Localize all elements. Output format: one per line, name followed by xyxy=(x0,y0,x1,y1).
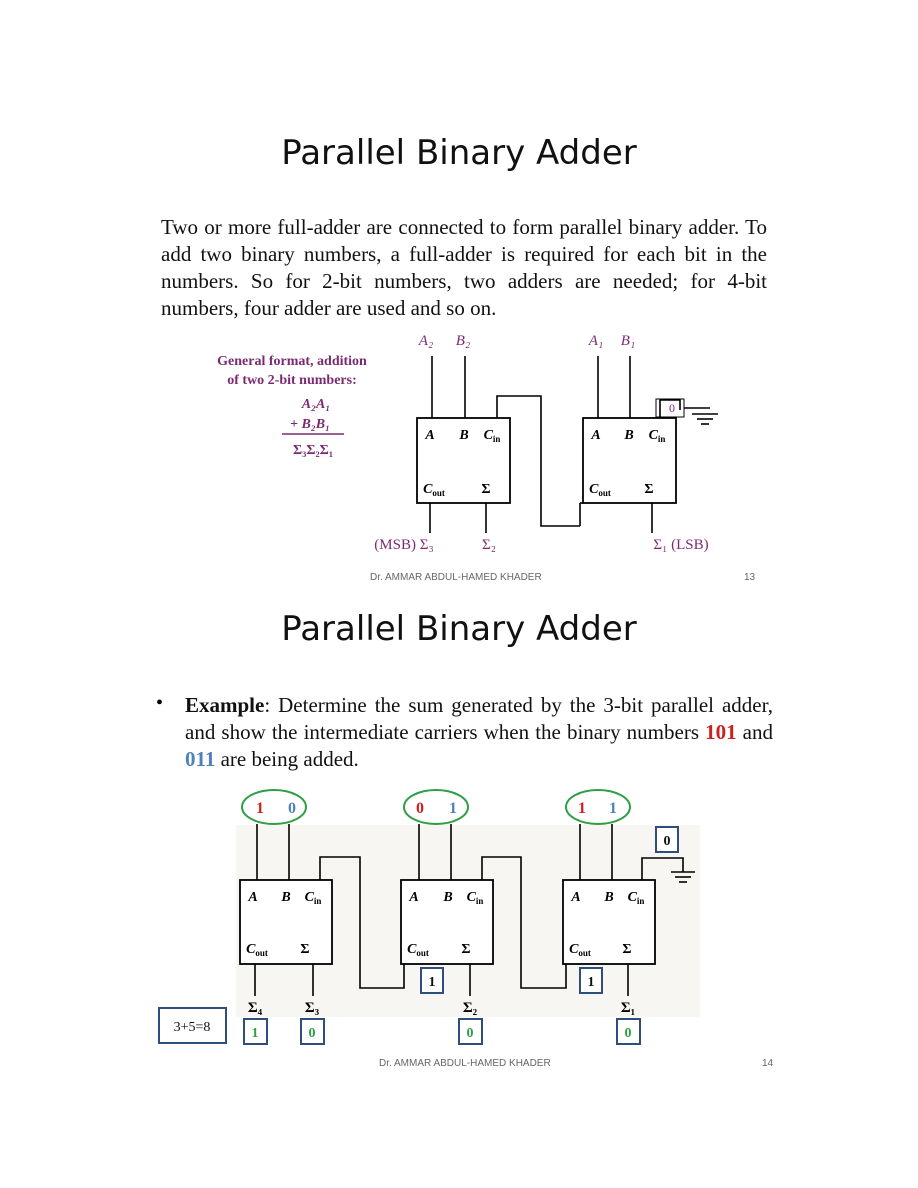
sum-s4-box xyxy=(243,1018,268,1045)
pair1-bit-b: 1 xyxy=(609,800,617,817)
output-s2-label: Σ₂ xyxy=(463,1000,478,1016)
slide1-title: Parallel Binary Adder xyxy=(281,133,637,173)
ground-zero: 0 xyxy=(669,401,675,415)
slide1-page-number: 13 xyxy=(744,572,756,583)
sum-s1-box xyxy=(616,1018,641,1045)
example-label: Example xyxy=(185,693,265,717)
adder1b-pin-a: A xyxy=(570,890,580,905)
adder1b-pin-sigma: Σ xyxy=(622,942,631,957)
number-a: 101 xyxy=(705,720,737,744)
equation-box xyxy=(158,1007,227,1044)
pair2-bit-b: 1 xyxy=(449,800,457,817)
sum-s2-box xyxy=(458,1018,483,1045)
format-eq-line1: A₂A₁ xyxy=(301,397,330,412)
adder1b-pin-b: B xyxy=(603,890,613,905)
number-b: 011 xyxy=(185,747,216,771)
input-a1-label: A₁ xyxy=(588,333,603,349)
carry1-value: 1 xyxy=(429,975,436,990)
pair3-bit-b: 0 xyxy=(288,800,296,817)
carry2-value: 1 xyxy=(588,975,595,990)
output-lsb: Σ₁ (LSB) xyxy=(653,537,708,553)
adder3-pin-a: A xyxy=(247,890,257,905)
example-and: and xyxy=(736,720,773,744)
adder1-pin-b: B xyxy=(623,428,633,443)
output-msb: (MSB) Σ₃ xyxy=(374,537,433,553)
input-a2-label: A₂ xyxy=(418,333,433,349)
format-caption-line1: General format, addition xyxy=(217,354,367,369)
slide1-paragraph: Two or more full-adder are connected to … xyxy=(161,215,767,320)
adder2b-pin-b: B xyxy=(442,890,452,905)
slide2-footer: Dr. AMMAR ABDUL-HAMED KHADER xyxy=(379,1058,551,1069)
pair1-bit-a: 1 xyxy=(578,800,586,817)
example-text1: : Determine the sum generated by the 3-b… xyxy=(185,693,773,744)
input-pair-oval-2 xyxy=(403,789,469,825)
sum-s3-box xyxy=(300,1018,325,1045)
adder3-pin-sigma: Σ xyxy=(300,942,309,957)
slide2-page-number: 14 xyxy=(762,1058,774,1069)
carry1-box xyxy=(420,967,444,994)
sum-s2-value: 0 xyxy=(467,1026,474,1041)
carry-in-value: 0 xyxy=(664,834,671,849)
adder1-pin-sigma: Σ xyxy=(644,482,653,497)
format-caption-line2: of two 2-bit numbers: xyxy=(227,373,357,388)
slide1-footer: Dr. AMMAR ABDUL-HAMED KHADER xyxy=(370,572,542,583)
pair3-bit-a: 1 xyxy=(256,800,264,817)
output-s4-label: Σ₄ xyxy=(248,1000,263,1016)
format-eq-line3: Σ₃Σ₂Σ₁ xyxy=(293,443,333,458)
full-adder-1b xyxy=(562,879,656,965)
slide2-example-paragraph: Example: Determine the sum generated by … xyxy=(185,692,773,773)
carry2-box xyxy=(579,967,603,994)
sum-s3-value: 0 xyxy=(309,1026,316,1041)
carry-in-box xyxy=(655,826,679,853)
full-adder-2b xyxy=(400,879,494,965)
input-b2-label: B₂ xyxy=(456,333,470,349)
output-s1-label: Σ₁ xyxy=(621,1000,635,1016)
input-pair-oval-3 xyxy=(241,789,307,825)
pair2-bit-a: 0 xyxy=(416,800,424,817)
sum-s4-value: 1 xyxy=(252,1026,259,1041)
adder2-pin-a: A xyxy=(424,428,434,443)
adder1-pin-a: A xyxy=(590,428,600,443)
input-pair-oval-1 xyxy=(565,789,631,825)
format-eq-line2: + B₂B₁ xyxy=(290,417,330,432)
adder2b-pin-a: A xyxy=(408,890,418,905)
slide2-bullet: • xyxy=(156,692,164,714)
full-adder-3 xyxy=(239,879,333,965)
adder2-pin-b: B xyxy=(458,428,468,443)
adder2-pin-sigma: Σ xyxy=(481,482,490,497)
full-adder-1 xyxy=(582,417,677,504)
adder3-pin-b: B xyxy=(280,890,290,905)
sum-s1-value: 0 xyxy=(625,1026,632,1041)
output-s2: Σ₂ xyxy=(482,537,496,553)
input-b1-label: B₁ xyxy=(621,333,635,349)
equation-text: 3+5=8 xyxy=(174,1020,211,1035)
full-adder-2 xyxy=(416,417,511,504)
adder2b-pin-sigma: Σ xyxy=(461,942,470,957)
slide2-title: Parallel Binary Adder xyxy=(281,609,637,649)
example-text2: are being added. xyxy=(215,747,359,771)
output-s3-label: Σ₃ xyxy=(305,1000,320,1016)
